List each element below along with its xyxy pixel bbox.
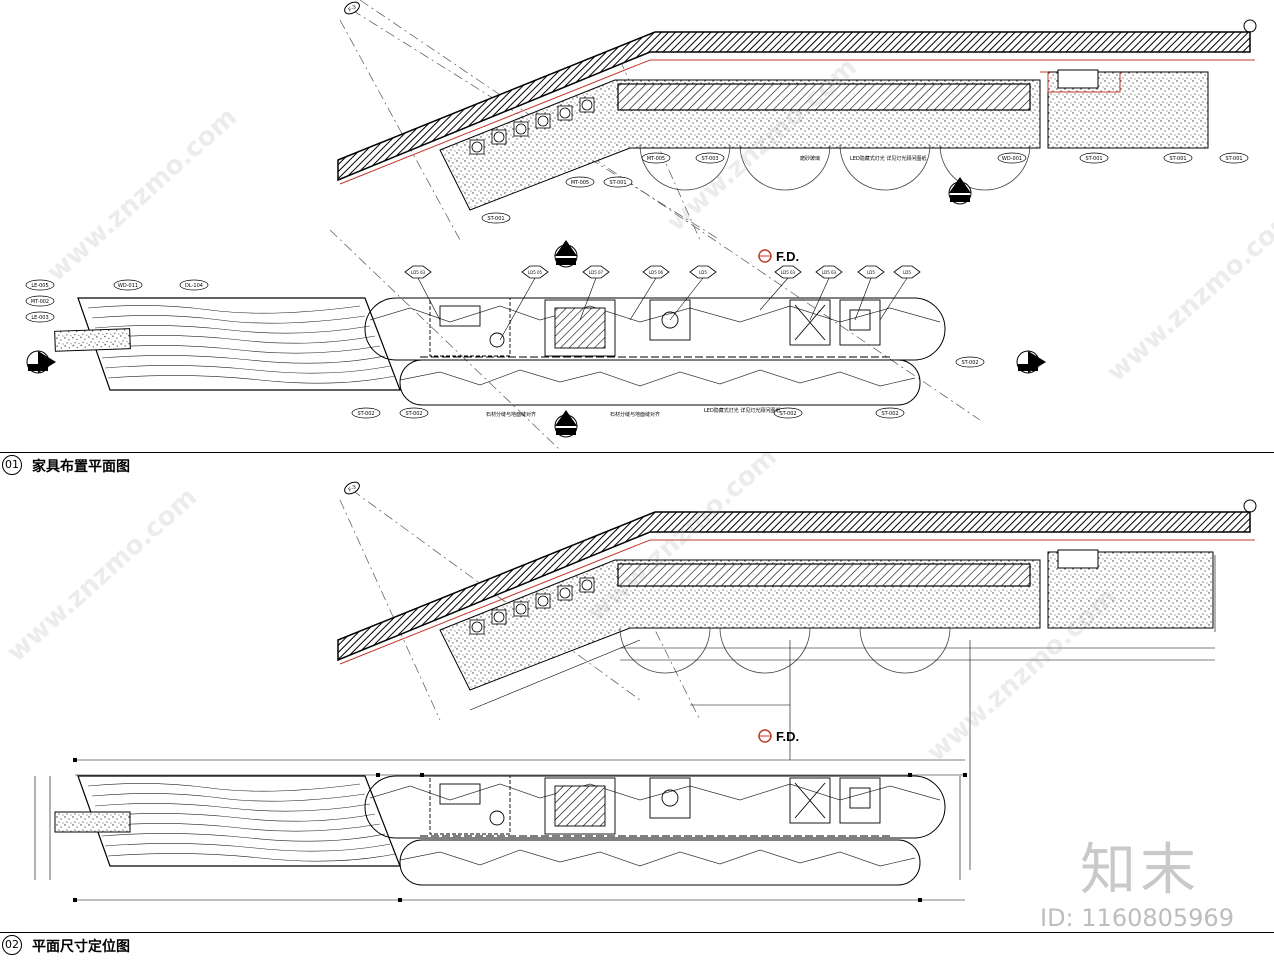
- watermark-id: ID: 1160805969: [1040, 904, 1234, 932]
- light-tag: LD5 03: [411, 270, 426, 275]
- light-tag: LD5: [903, 270, 911, 275]
- fd-label: F.D.: [776, 729, 799, 744]
- tag-st-002: ST-002: [405, 411, 422, 417]
- tag-wd-011: WD-011: [118, 283, 138, 289]
- sheet-number: 02: [2, 935, 22, 955]
- tag-le-005: LE-005: [31, 283, 48, 289]
- light-tag: LD5 05: [528, 270, 543, 275]
- tag-mt-005: MT-005: [571, 180, 589, 186]
- tag-st-001: ST-001: [1225, 156, 1242, 162]
- sheet-title-bar-01: 01 家具布置平面图: [0, 452, 1274, 475]
- tag-mt-002: MT-002: [31, 299, 49, 305]
- tag-dl-104: DL-104: [185, 283, 203, 289]
- light-tag: LD5 03: [822, 270, 837, 275]
- sheet-title: 家具布置平面图: [32, 459, 130, 475]
- wood-deck: [54, 297, 401, 391]
- plan-02: F.D. F-3: [34, 481, 1257, 902]
- light-tag: LD5: [699, 270, 707, 275]
- tag-le-003: LE-003: [31, 315, 48, 321]
- fd-symbol: F.D.: [758, 249, 799, 264]
- light-tag: LD5 03: [781, 270, 796, 275]
- section-marks: [26, 177, 1046, 438]
- tag-st-002: ST-002: [779, 411, 796, 417]
- fd-symbol: F.D.: [758, 729, 799, 744]
- note-led: LED隐藏式灯光 详见灯光顾问图纸: [850, 155, 926, 162]
- sheet-number: 01: [2, 455, 22, 475]
- tag-st-001: ST-001: [487, 216, 504, 222]
- tag-st-002: ST-002: [961, 360, 978, 366]
- note-stone-joint: 石材分缝与地面缝对齐: [486, 411, 536, 418]
- light-tag: LD5 06: [649, 270, 664, 275]
- tag-st-003: ST-003: [701, 156, 718, 162]
- watermark-brand: 知末: [1080, 838, 1200, 903]
- note-frosted-glass: 磨砂玻璃: [800, 155, 820, 162]
- fd-label: F.D.: [776, 249, 799, 264]
- sheet-title-bar-02: 02 平面尺寸定位图: [0, 932, 1274, 955]
- grid-mark: F-3: [348, 484, 358, 493]
- grid-mark: F-3: [348, 4, 358, 13]
- tag-st-002: ST-002: [881, 411, 898, 417]
- light-tag: LD5 07: [589, 270, 604, 275]
- sheet-title: 平面尺寸定位图: [32, 939, 130, 955]
- light-tag: LD5: [867, 270, 875, 275]
- tag-mt-005: MT-005: [647, 156, 665, 162]
- note-led: LED隐藏式灯光 详见灯光顾问图纸: [704, 407, 780, 414]
- tag-st-002: ST-002: [357, 411, 374, 417]
- note-stone-joint: 石材分缝与地面缝对齐: [610, 411, 660, 418]
- tag-st-001: ST-001: [1169, 156, 1186, 162]
- plan-01: LE-005 MT-002 LE-003 WD-011 DL-104 ST-00…: [25, 0, 1257, 451]
- tag-st-001: ST-001: [1085, 156, 1102, 162]
- tag-st-001: ST-001: [609, 180, 626, 186]
- tag-wd-001: WD-001: [1002, 156, 1022, 162]
